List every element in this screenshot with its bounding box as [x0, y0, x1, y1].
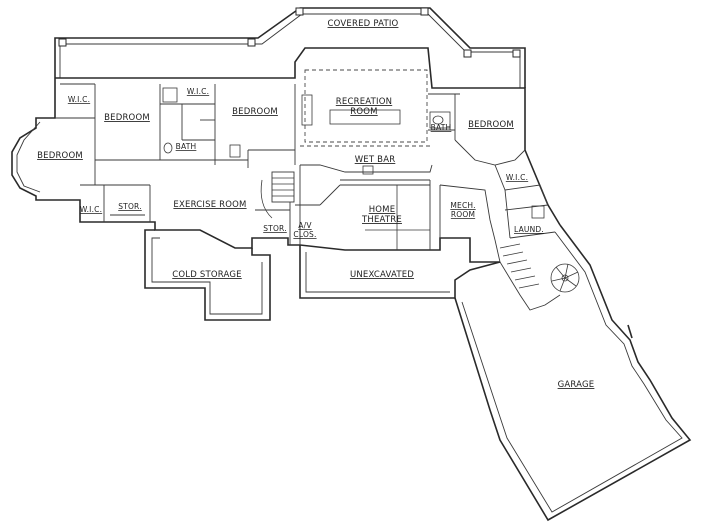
- label-bath-center: BATH: [176, 142, 197, 151]
- label-covered-patio: COVERED PATIO: [328, 19, 399, 29]
- label-recreation-room-2: ROOM: [350, 107, 377, 117]
- label-exercise-room: EXERCISE ROOM: [173, 200, 246, 210]
- label-bath-right: BATH: [431, 123, 452, 132]
- garage-outline: [454, 224, 692, 522]
- bay-window: [16, 121, 41, 193]
- label-bedroom-c: BEDROOM: [37, 151, 83, 161]
- label-mech-room-2: ROOM: [451, 210, 475, 219]
- label-garage: GARAGE: [558, 380, 595, 390]
- label-av-clos-2: CLOS.: [293, 230, 316, 239]
- label-wic-center: W.I.C.: [187, 87, 209, 96]
- label-wic-left: W.I.C.: [68, 95, 90, 104]
- garage-stairs: [494, 239, 580, 311]
- cold-storage-outline: [144, 229, 271, 321]
- label-av-clos-1: A/V: [298, 221, 312, 230]
- interior-walls: [55, 69, 556, 250]
- covered-patio-outline: [54, 7, 526, 88]
- label-home-theatre-2: THEATRE: [361, 215, 402, 225]
- label-wic-lower: W.I.C.: [80, 205, 102, 214]
- label-cold-storage: COLD STORAGE: [172, 270, 241, 280]
- label-bedroom-d: BEDROOM: [468, 120, 514, 130]
- label-wet-bar: WET BAR: [355, 155, 396, 165]
- unexcavated-outline: [299, 245, 501, 299]
- label-recreation-room-1: RECREATION: [336, 97, 392, 107]
- label-wic-right: W.I.C.: [506, 173, 528, 182]
- label-stor-left: STOR.: [118, 202, 142, 211]
- label-mech-room-1: MECH.: [450, 201, 475, 210]
- label-stor-center: STOR.: [263, 224, 287, 233]
- label-unexcavated: UNEXCAVATED: [350, 270, 414, 280]
- label-bedroom-b: BEDROOM: [232, 107, 278, 117]
- label-home-theatre-1: HOME: [369, 205, 396, 215]
- label-bedroom-a: BEDROOM: [104, 113, 150, 123]
- label-laund: LAUND.: [514, 225, 544, 234]
